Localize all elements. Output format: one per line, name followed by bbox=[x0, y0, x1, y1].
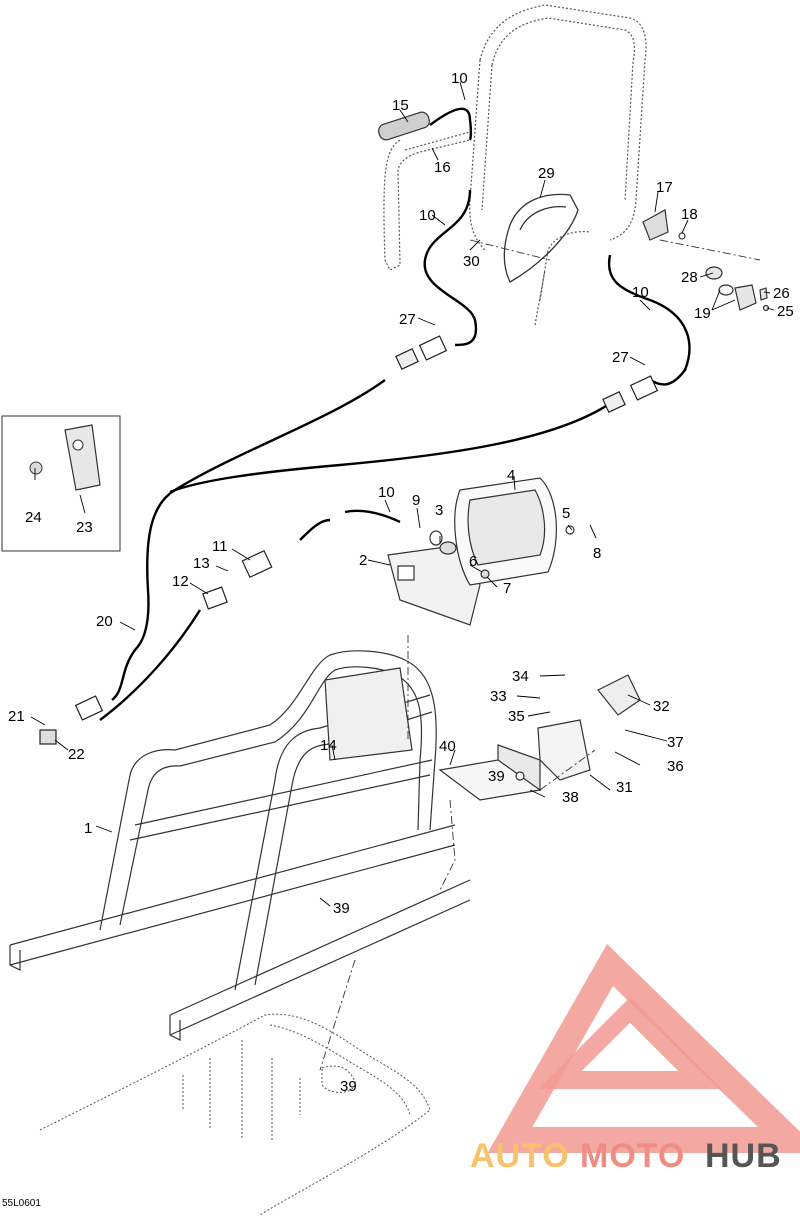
callout-1: 1 bbox=[84, 820, 92, 837]
callout-30: 30 bbox=[463, 253, 480, 270]
callout-5: 5 bbox=[562, 505, 570, 522]
callout-36: 36 bbox=[667, 758, 684, 775]
callout-10: 10 bbox=[451, 70, 468, 87]
callout-10: 10 bbox=[378, 484, 395, 501]
bracket-17 bbox=[642, 209, 686, 241]
callout-23: 23 bbox=[76, 519, 93, 536]
callout-6: 6 bbox=[469, 553, 477, 570]
callout-27: 27 bbox=[399, 311, 416, 328]
callout-14: 14 bbox=[320, 737, 337, 754]
upper-frame bbox=[383, 4, 647, 326]
callout-8: 8 bbox=[593, 545, 601, 562]
leader-lines bbox=[319, 239, 761, 1071]
callout-10: 10 bbox=[632, 284, 649, 301]
callout-2: 2 bbox=[359, 552, 367, 569]
watermark-hub: HUB bbox=[705, 1137, 782, 1175]
harness-connectors bbox=[39, 335, 659, 745]
tail-light-assembly bbox=[387, 477, 575, 626]
tail-light-housing bbox=[503, 193, 579, 283]
callout-32: 32 bbox=[653, 698, 670, 715]
callout-38: 38 bbox=[562, 789, 579, 806]
callout-labels: 10 15 16 10 29 30 17 18 28 26 25 19 10 2… bbox=[8, 70, 794, 1095]
callout-12: 12 bbox=[172, 573, 189, 590]
callout-16: 16 bbox=[434, 159, 451, 176]
callout-20: 20 bbox=[96, 613, 113, 630]
watermark-auto: AUTO bbox=[470, 1137, 570, 1175]
callout-25: 25 bbox=[777, 303, 794, 320]
inset-box bbox=[1, 415, 121, 552]
callout-34: 34 bbox=[512, 668, 529, 685]
callout-9: 9 bbox=[412, 492, 420, 509]
callout-13: 13 bbox=[193, 555, 210, 572]
callout-18: 18 bbox=[681, 206, 698, 223]
callout-22: 22 bbox=[68, 746, 85, 763]
diagram-code: 55L0601 bbox=[2, 1198, 41, 1209]
callout-27: 27 bbox=[612, 349, 629, 366]
callout-24: 24 bbox=[25, 509, 42, 526]
callout-7: 7 bbox=[503, 580, 511, 597]
watermark-moto: MOTO bbox=[580, 1137, 685, 1175]
callout-19: 19 bbox=[694, 305, 711, 322]
watermark-logo bbox=[487, 943, 800, 1153]
callout-39: 39 bbox=[488, 768, 505, 785]
callout-pointers bbox=[30, 81, 775, 907]
callout-3: 3 bbox=[435, 502, 443, 519]
callout-21: 21 bbox=[8, 708, 25, 725]
callout-28: 28 bbox=[681, 269, 698, 286]
grommets bbox=[705, 266, 770, 312]
mount-brackets bbox=[438, 674, 641, 801]
callout-39: 39 bbox=[340, 1078, 357, 1095]
callout-37: 37 bbox=[667, 734, 684, 751]
callout-17: 17 bbox=[656, 179, 673, 196]
callout-31: 31 bbox=[616, 779, 633, 796]
callout-29: 29 bbox=[538, 165, 555, 182]
wire-harness bbox=[99, 107, 691, 721]
callout-33: 33 bbox=[490, 688, 507, 705]
callout-40: 40 bbox=[439, 738, 456, 755]
grip-heater bbox=[378, 111, 430, 141]
main-rack bbox=[9, 650, 471, 1041]
callout-11: 11 bbox=[212, 538, 228, 555]
callout-4: 4 bbox=[507, 467, 515, 484]
watermark-text: AUTO MOTO HUB bbox=[470, 1137, 782, 1175]
callout-15: 15 bbox=[392, 97, 409, 114]
callout-26: 26 bbox=[773, 285, 790, 302]
callout-10: 10 bbox=[419, 207, 436, 224]
callout-39: 39 bbox=[333, 900, 350, 917]
floor-panel bbox=[39, 1013, 431, 1216]
callout-35: 35 bbox=[508, 708, 525, 725]
